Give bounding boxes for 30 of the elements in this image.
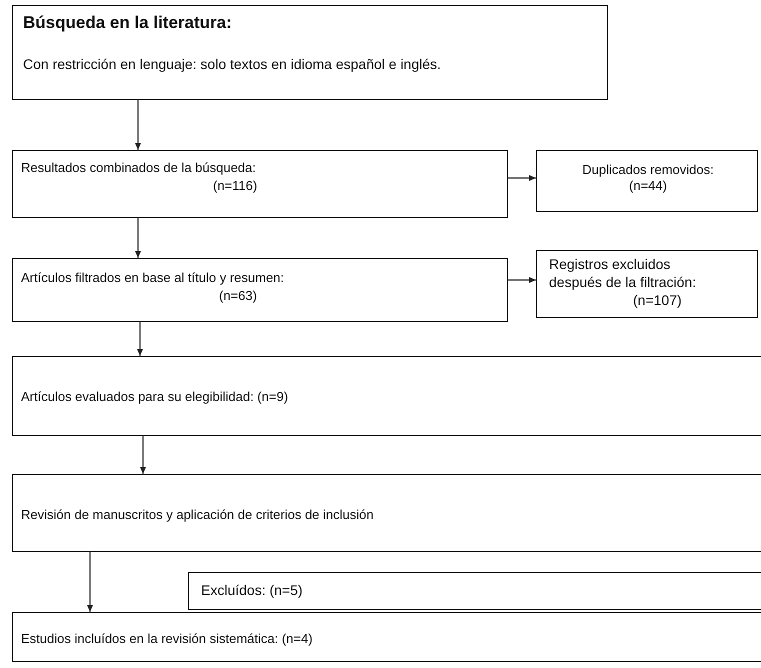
box-text: Artículos evaluados para su elegibilidad: (n=9)	[21, 388, 290, 405]
arrow	[508, 175, 536, 181]
arrow	[137, 322, 143, 356]
process-box	[12, 258, 508, 322]
box-text: Excluídos: (n=5)	[201, 582, 304, 599]
process-box	[12, 356, 761, 436]
box-text: (n=107)	[633, 292, 683, 309]
box-text: Estudios incluídos en la revisión sistemática: (n=4)	[21, 630, 314, 647]
arrow	[508, 277, 536, 283]
box-text: Resultados combinados de la búsqueda:	[21, 159, 257, 176]
box-text: Artículos filtrados en base al título y resumen:	[21, 269, 286, 286]
box-text: (n=63)	[219, 287, 258, 304]
process-box	[12, 474, 761, 552]
process-box	[536, 150, 758, 212]
process-box	[12, 5, 608, 100]
process-box	[536, 250, 758, 318]
heading: Búsqueda en la literatura:	[23, 14, 233, 31]
process-box	[12, 150, 508, 218]
arrow	[87, 552, 93, 612]
box-text: Revisión de manuscritos y aplicación de criterios de inclusión	[21, 506, 375, 523]
box-text: Registros excluidos después de la filtración:	[549, 255, 698, 291]
process-box	[188, 572, 761, 610]
box-text: Con restricción en lenguaje: solo textos en idioma español e inglés.	[23, 56, 442, 73]
arrow	[135, 100, 141, 150]
process-box	[12, 612, 761, 662]
box-text: (n=44)	[628, 177, 668, 194]
box-text: (n=116)	[213, 177, 258, 194]
arrow	[135, 218, 141, 258]
arrow	[140, 436, 146, 474]
box-text: Duplicados removidos:	[581, 161, 715, 178]
